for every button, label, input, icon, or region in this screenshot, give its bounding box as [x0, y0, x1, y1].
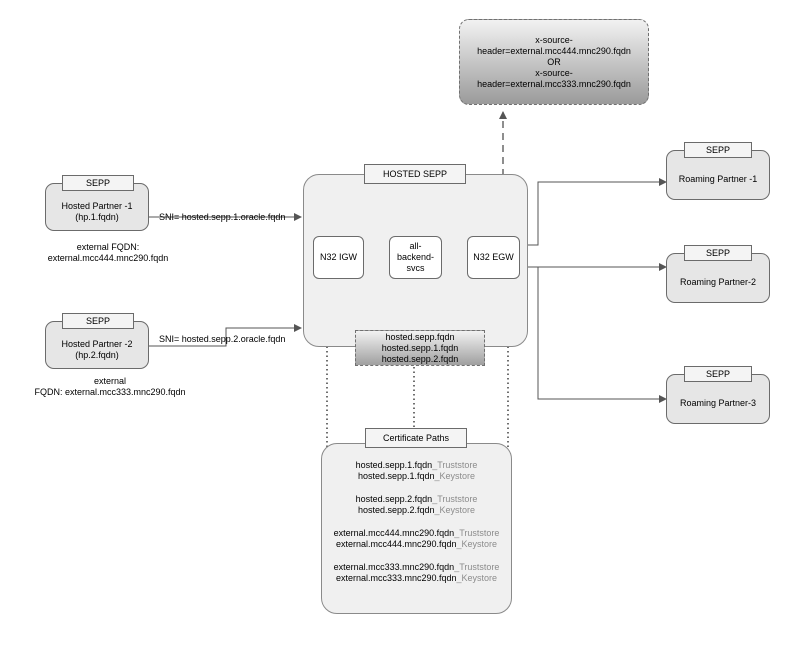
fqdn-item: hosted.sepp.1.fqdn — [381, 342, 459, 353]
hosted-partner-1-name: Hosted Partner -1 — [61, 201, 133, 211]
cert-entry: hosted.sepp.2.fqdn_Keystore — [357, 505, 476, 515]
hosted-partner-1-external-fqdn-label: external FQDN: — [76, 242, 140, 252]
sni-hosted-partner-1: SNI= hosted.sepp.1.oracle.fqdn — [159, 212, 286, 222]
certificate-paths-title: Certificate Paths — [365, 428, 467, 448]
roaming-partner-3-sepp-tab: SEPP — [684, 366, 752, 382]
egw-to-roaming-1-arrow — [520, 178, 667, 246]
hosted-partner-2-sepp-tab: SEPP — [62, 313, 134, 329]
hosted-partner-2-external-label: external — [93, 376, 127, 386]
hosted-partner-1-sepp-tab: SEPP — [62, 175, 134, 191]
roaming-partner-1-sepp-tab: SEPP — [684, 142, 752, 158]
hosted-partner-1-fqdn: (hp.1.fqdn) — [75, 212, 119, 222]
roaming-partner-1-label: Roaming Partner -1 — [678, 173, 758, 184]
hosted-partner-2-box: Hosted Partner -2 (hp.2.fqdn) — [45, 321, 149, 369]
hosted-partner-1-external-fqdn-value: external.mcc444.mnc290.fqdn — [47, 253, 169, 263]
certificate-paths-box: hosted.sepp.1.fqdn_Truststore hosted.sep… — [321, 443, 512, 614]
sni-hosted-partner-2: SNI= hosted.sepp.2.oracle.fqdn — [159, 334, 286, 344]
backend-line-2: backend- — [396, 252, 435, 262]
roaming-partner-3-label: Roaming Partner-3 — [679, 397, 757, 408]
roaming-partner-1-box: Roaming Partner -1 — [666, 150, 770, 200]
roaming-partner-3-box: Roaming Partner-3 — [666, 374, 770, 424]
fqdn-item: hosted.sepp.fqdn — [385, 331, 455, 342]
egw-to-roaming-3-arrow — [520, 266, 667, 403]
backend-line-1: all- — [409, 241, 422, 251]
cert-group-1: hosted.sepp.1.fqdn_Truststore hosted.sep… — [356, 460, 478, 482]
cert-entry: hosted.sepp.2.fqdn_Truststore — [355, 494, 478, 504]
header-note-line: x-source- — [535, 67, 573, 78]
x-source-header-note: x-source- header=external.mcc444.mnc290.… — [459, 19, 649, 105]
header-note-line: header=external.mcc444.mnc290.fqdn — [477, 45, 631, 56]
cert-group-4: external.mcc333.mnc290.fqdn_Truststore e… — [334, 562, 500, 584]
hosted-partner-1-box: Hosted Partner -1 (hp.1.fqdn) — [45, 183, 149, 231]
roaming-partner-2-box: Roaming Partner-2 — [666, 253, 770, 303]
roaming-partner-2-label: Roaming Partner-2 — [679, 276, 757, 287]
header-note-line: x-source- — [535, 34, 573, 45]
roaming-partner-2-sepp-tab: SEPP — [684, 245, 752, 261]
hosted-partner-2-name: Hosted Partner -2 — [61, 339, 133, 349]
header-note-line: header=external.mcc333.mnc290.fqdn — [477, 78, 631, 89]
cert-entry: hosted.sepp.1.fqdn_Truststore — [355, 460, 478, 470]
cert-entry: external.mcc333.mnc290.fqdn_Keystore — [335, 573, 498, 583]
n32-igw-box: N32 IGW — [313, 236, 364, 279]
hosted-sepp-title: HOSTED SEPP — [364, 164, 466, 184]
cert-entry: hosted.sepp.1.fqdn_Keystore — [357, 471, 476, 481]
hp2-to-hosted-sepp-arrow — [149, 324, 302, 347]
n32-egw-box: N32 EGW — [467, 236, 520, 279]
cert-entry: external.mcc444.mnc290.fqdn_Keystore — [335, 539, 498, 549]
cert-group-2: hosted.sepp.2.fqdn_Truststore hosted.sep… — [356, 494, 478, 516]
cert-group-3: external.mcc444.mnc290.fqdn_Truststore e… — [334, 528, 500, 550]
cert-entry: external.mcc444.mnc290.fqdn_Truststore — [333, 528, 500, 538]
fqdn-item: hosted.sepp.2.fqdn — [381, 353, 459, 364]
all-backend-svcs-box: all- backend- svcs — [389, 236, 442, 279]
hosted-sepp-fqdn-list: hosted.sepp.fqdn hosted.sepp.1.fqdn host… — [355, 330, 485, 366]
header-note-line: OR — [547, 56, 561, 67]
cert-entry: external.mcc333.mnc290.fqdn_Truststore — [333, 562, 500, 572]
backend-line-3: svcs — [406, 263, 425, 273]
hosted-partner-2-external-fqdn-value: FQDN: external.mcc333.mnc290.fqdn — [34, 387, 186, 397]
hosted-partner-2-fqdn: (hp.2.fqdn) — [75, 350, 119, 360]
